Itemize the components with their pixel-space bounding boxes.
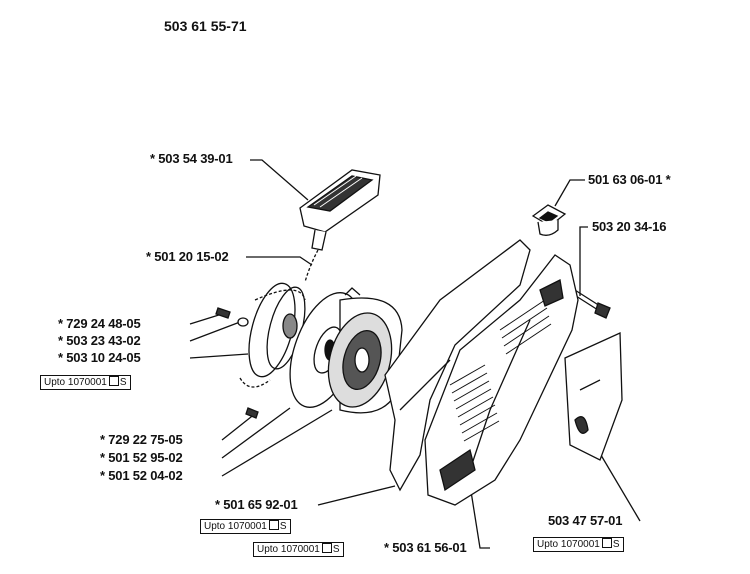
leader-decal — [594, 444, 641, 522]
serial-note-2: Upto 1070001 S — [200, 519, 291, 534]
square-icon — [321, 543, 332, 553]
serial-note-4: Upto 1070001 S — [533, 537, 624, 552]
starter-handle-icon — [299, 169, 381, 283]
leader-screw-a — [189, 313, 223, 325]
label-decal: 503 47 57-01 — [548, 513, 623, 528]
label-spring: * 501 52 95-02 — [100, 450, 183, 465]
serial-note-suffix: S — [612, 539, 620, 550]
label-screw-b: * 729 22 75-05 — [100, 432, 183, 447]
decal-icon — [564, 332, 623, 461]
assembly-number: 503 61 55-71 — [164, 18, 247, 34]
serial-note-3: Upto 1070001 S — [253, 542, 344, 557]
label-handle: * 503 54 39-01 — [150, 151, 233, 166]
label-washer: * 503 23 43-02 — [58, 333, 141, 348]
label-cassette: * 501 52 04-02 — [100, 468, 183, 483]
serial-note-suffix: S — [332, 544, 340, 555]
square-icon — [108, 376, 119, 386]
inner-cover-icon — [384, 239, 531, 492]
leader-rope — [246, 256, 313, 266]
leader-starter-cover — [469, 484, 490, 549]
serial-note-text: Upto 1070001 — [537, 539, 600, 550]
leader-screw-b — [221, 412, 257, 441]
serial-note-1: Upto 1070001 S — [40, 375, 131, 390]
label-starter-cover: * 503 61 56-01 — [384, 540, 467, 555]
leader-cover-inner — [317, 485, 396, 506]
serial-note-suffix: S — [119, 377, 127, 388]
square-icon — [268, 520, 279, 530]
serial-note-text: Upto 1070001 — [204, 521, 267, 532]
label-bolt: 503 20 34-16 — [592, 219, 667, 234]
serial-note-text: Upto 1070001 — [257, 544, 320, 555]
grommet-icon — [531, 204, 567, 236]
leader-washer — [189, 321, 241, 342]
label-screw-a: * 729 24 48-05 — [58, 316, 141, 331]
label-cover-inner: * 501 65 92-01 — [215, 497, 298, 512]
screw-icon — [215, 307, 259, 419]
starter-cover-icon — [424, 254, 579, 506]
leader-grommet — [554, 179, 585, 207]
pulley-icon — [239, 282, 306, 388]
serial-note-text: Upto 1070001 — [44, 377, 107, 388]
leader-handle — [250, 159, 309, 201]
leader-bolt — [579, 226, 588, 296]
leader-pulley — [189, 353, 249, 359]
label-grommet: 501 63 06-01 * — [588, 172, 671, 187]
serial-note-suffix: S — [279, 521, 287, 532]
label-pulley: * 503 10 24-05 — [58, 350, 141, 365]
leader-spring — [221, 407, 291, 459]
leader-cassette — [221, 409, 333, 477]
label-rope: * 501 20 15-02 — [146, 249, 229, 264]
square-icon — [601, 538, 612, 548]
